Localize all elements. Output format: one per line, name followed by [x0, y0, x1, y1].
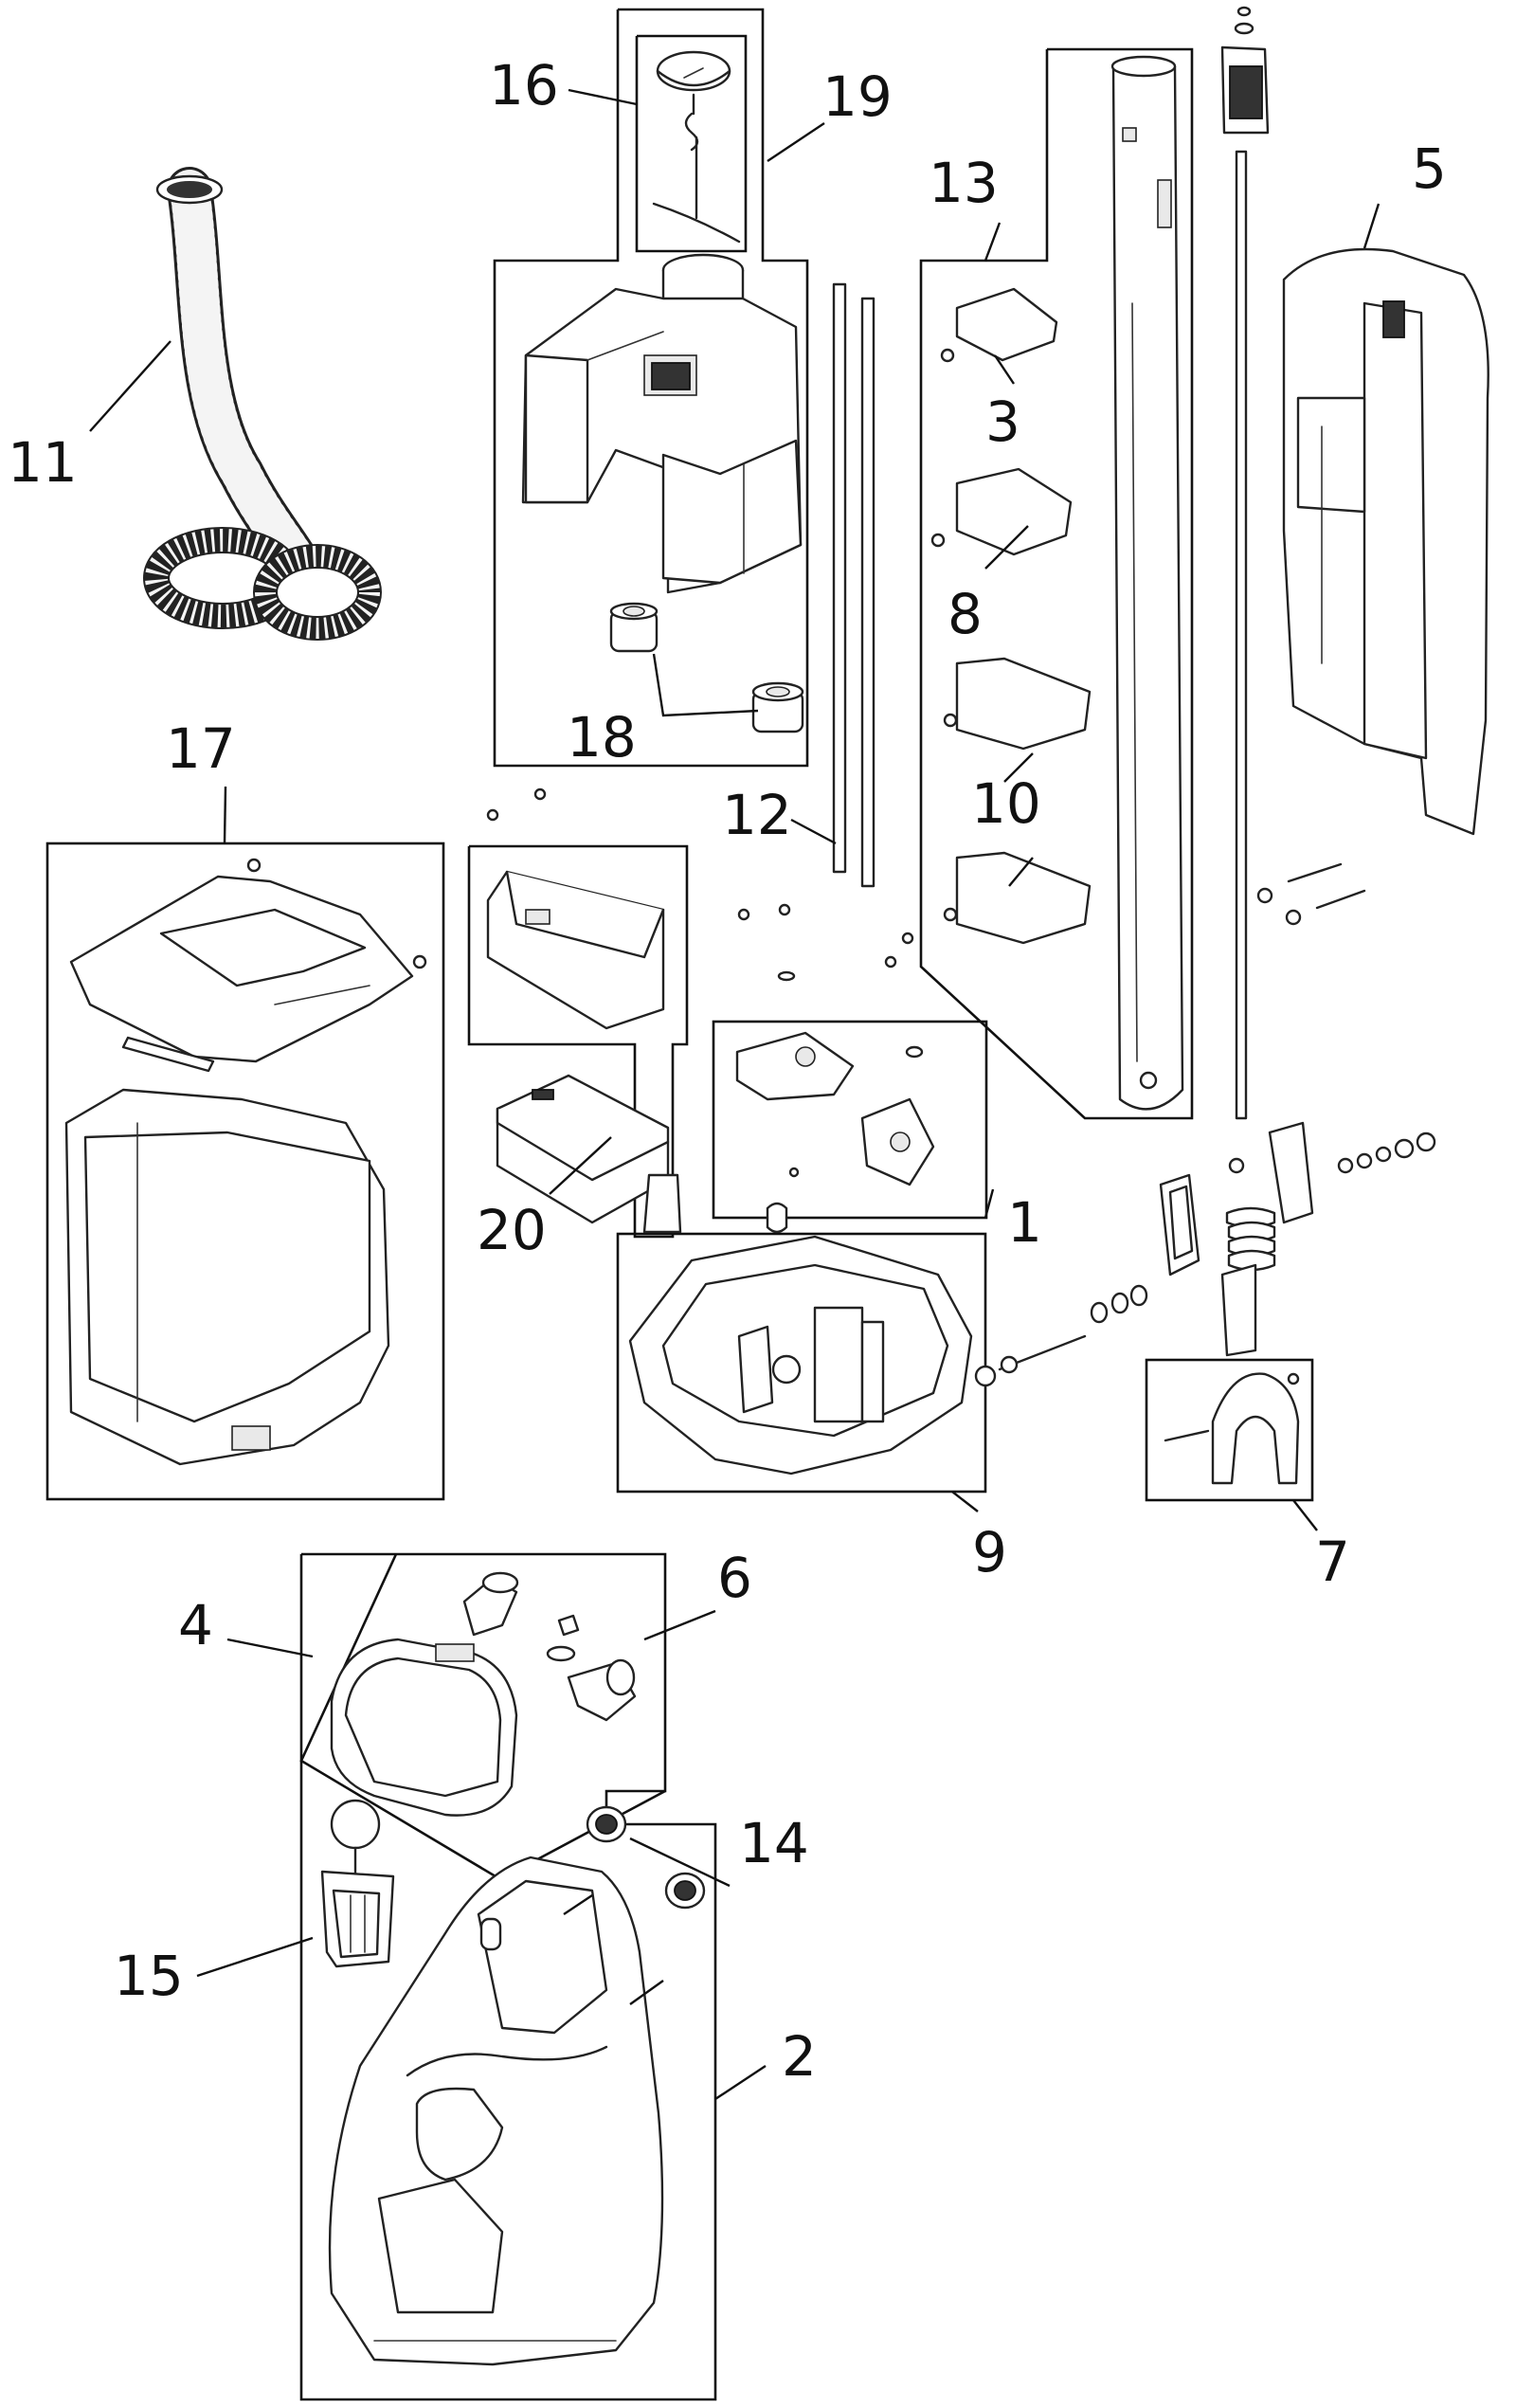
- tank-box-icon: [64, 1088, 390, 1466]
- callout-20: 20: [477, 1198, 547, 1262]
- callout-7: 7: [1315, 1530, 1350, 1594]
- float-valve-icon: [320, 1799, 395, 1968]
- board-icon: [496, 1074, 682, 1234]
- box-16: [635, 34, 748, 253]
- callout-9: 9: [972, 1520, 1007, 1584]
- box-4-divider: [299, 1553, 666, 1881]
- axle-icon: [974, 1121, 1436, 1387]
- column-tube-icon: [1110, 55, 1184, 1111]
- hose-icon: [143, 167, 382, 641]
- callout-17: 17: [166, 716, 236, 781]
- box-20: [467, 844, 689, 1239]
- filter-cup-icon: [330, 1638, 518, 1817]
- callout-labels: 16 19 13 5 3 11 8 18 10 12 17 20 1 9 7 4…: [8, 53, 1447, 2089]
- base-housing-icon: [628, 1202, 973, 1476]
- callout-13: 13: [929, 151, 999, 215]
- box-9: [616, 1232, 987, 1494]
- callout-11: 11: [8, 430, 78, 495]
- callout-10: 10: [971, 771, 1041, 836]
- box-13: [919, 47, 1194, 1120]
- callout-3: 3: [985, 389, 1020, 454]
- rods-icon: [832, 282, 875, 888]
- box-7: [1145, 1358, 1314, 1502]
- callout-14: 14: [739, 1811, 809, 1875]
- bolt-icon: [1256, 862, 1366, 926]
- callout-8: 8: [948, 582, 983, 646]
- tank-icon: [521, 253, 803, 594]
- seal-ring-icon: [586, 1805, 706, 1910]
- connector-icon: [462, 1571, 637, 1722]
- callout-4: 4: [178, 1593, 213, 1657]
- leader-lines: [89, 88, 1381, 2101]
- callout-15: 15: [114, 1944, 184, 2008]
- callout-6: 6: [717, 1546, 752, 1610]
- callout-5: 5: [1412, 136, 1447, 201]
- callout-18: 18: [567, 705, 637, 769]
- callout-16: 16: [489, 53, 559, 118]
- screw-icon: [737, 903, 914, 1178]
- callout-12: 12: [722, 783, 792, 847]
- front-cover-icon: [328, 1856, 664, 2366]
- callout-19: 19: [822, 64, 893, 129]
- bracket-icon: [486, 788, 665, 1030]
- box-19: [493, 8, 809, 768]
- rear-shroud-icon: [1220, 6, 1489, 1120]
- hood-icon: [69, 858, 427, 1073]
- strut-icon: [1164, 1372, 1300, 1485]
- box-1: [712, 1020, 988, 1220]
- knob-icon: [609, 602, 804, 733]
- cam-icon: [735, 1031, 935, 1186]
- callout-2: 2: [782, 2024, 817, 2089]
- float-cap-icon: [652, 50, 741, 244]
- box-17: [45, 842, 445, 1501]
- clip-icon: [930, 287, 1092, 945]
- callout-1: 1: [1007, 1190, 1042, 1255]
